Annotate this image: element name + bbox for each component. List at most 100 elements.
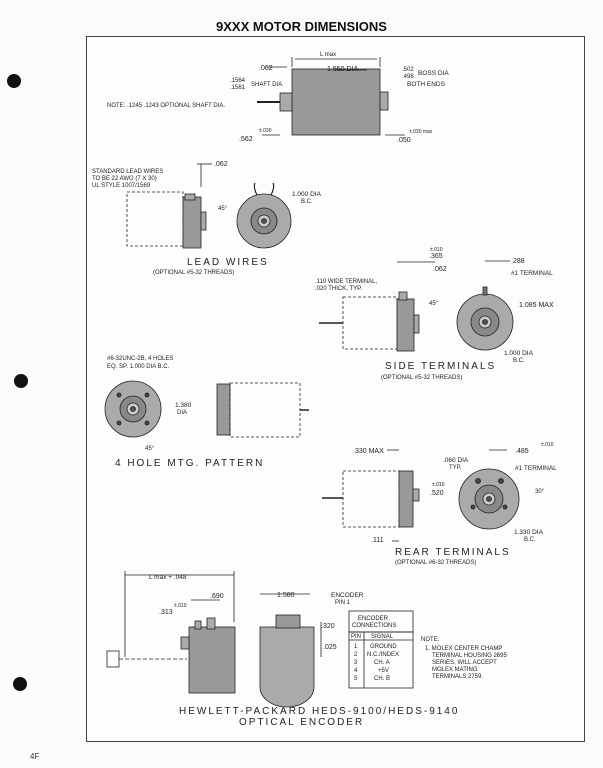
rear-dim-330: .330 MAX [353,448,384,455]
tol-max: ±.030 max [409,129,433,135]
side-terminals-view [319,260,514,352]
rear-dim-111: .111 [371,537,384,544]
shaft-dia-b: .1561 [230,85,246,91]
dim-050: .050 [397,137,411,144]
enc-dim-025: .025 [323,644,337,651]
four-hole-dia-1380: 1.380 [175,402,192,409]
side-wide-2: .020 THICK, TYP. [315,286,362,292]
lead-std-2: TO BE 22 AWG (7 X 30) [92,176,157,182]
dim-l-max: L max [320,52,336,58]
rear-bc-dia: 1.330 DIA [514,529,544,536]
binder-hole-top [7,74,21,88]
boss-left [279,92,293,112]
side-dim-1085: 1.085 MAX [519,302,554,309]
four-hole-holes-2: EQ. SP. 1.000 DIA B.C. [107,364,170,370]
boss-label: BOSS DIA [418,70,449,77]
enc-label: ENCODER [331,592,364,599]
both-ends: BOTH ENDS [407,81,446,88]
lead-caption: LEAD WIRES [187,257,269,268]
dim-boss-b: .498 [402,74,414,80]
enc-dim-580: 1.580 [277,592,295,599]
encoder-view [106,571,414,708]
enc-dim-690: .690 [210,593,224,600]
rear-terminals-view [322,449,520,542]
enc-note-5: TERMINALS 2759. [432,674,483,680]
side-terminal-1: #1 TERMINAL [511,270,553,277]
lead-wires [253,182,275,196]
encoder-side-body [188,626,236,694]
four-hole-caption: 4 HOLE MTG. PATTERN [115,458,264,469]
side-wide-1: .110 WIDE TERMINAL, [315,279,377,285]
enc-dim-320: .320 [321,623,335,630]
shaft-label: SHAFT DIA [251,82,282,88]
lead-wires-view [126,163,292,249]
enc-signal-1: GROUND [370,644,397,650]
enc-note-4: MOLEX MATING [432,667,478,673]
dim-562: .562 [239,136,253,143]
dim-boss-a: .502 [402,67,414,73]
rear-terminal-1: #1 TERMINAL [515,465,557,472]
side-bc-dia: 1.000 DIA [504,350,534,357]
drawing-frame: L max .062 1.550 DIA .502 .498 BOSS DIA … [86,36,585,742]
enc-pin1: PIN 1 [335,600,351,606]
enc-caption-1: HEWLETT-PACKARD HEDS-9100/HEDS-9140 [179,706,459,717]
enc-dim-l: L max + .048 [149,574,187,581]
lead-std-3: UL STYLE 1007/1569 [92,183,151,189]
enc-col-pin: PIN [351,634,361,640]
enc-note-2: TERMINAL HOUSING 2695 [432,653,507,659]
boss-right [379,91,389,111]
binder-hole-middle [14,374,28,388]
binder-hole-bottom [13,677,27,691]
enc-table-title-2: CONNECTIONS [352,623,396,629]
enc-pin-1: 1 [354,644,358,650]
rear-dim-060: .060 DIA [443,457,469,464]
side-term-motor-end [396,298,415,352]
enc-note-label: NOTE: [421,637,440,643]
encoder-table [348,631,414,689]
four-hole-motor-end [216,383,231,436]
lead-sub: (OPTIONAL #5-32 THREADS) [153,270,234,276]
enc-signal-5: CH. B [374,676,390,682]
enc-table-title-1: ENCODER [358,616,389,622]
enc-note-1: 1. MOLEX CENTER CHAMP [425,646,502,652]
enc-signal-2: N.C./INDEX [367,652,399,658]
rear-dim-520: .520 [430,490,444,497]
page-title: 9XXX MOTOR DIMENSIONS [216,19,387,34]
rear-typ: TYP. [449,465,462,471]
motor-dimension-drawing: L max .062 1.550 DIA .502 .498 BOSS DIA … [92,52,557,728]
shaft-dia-a: .1564 [230,78,246,84]
four-hole-angle: 45° [145,446,155,452]
lead-angle: 45° [218,206,228,212]
tol-030: ±.030 [259,128,272,134]
rear-sub: (OPTIONAL #6-32 THREADS) [395,560,476,566]
enc-dim-313: .313 [159,609,173,616]
enc-col-signal: SIGNAL [371,634,394,640]
rear-term-motor-end [398,470,414,528]
lead-std-1: STANDARD LEAD WIRES [92,169,163,175]
four-hole-holes-1: #6-32UNC-2B, 4 HOLES [107,356,173,362]
enc-pin-4: 4 [354,668,358,674]
enc-table-rows: 1 GROUND 2 N.C./INDEX 3 CH. A 4 +5V 5 CH… [354,644,399,682]
lead-bc-dia: 1.000 DIA [292,191,322,198]
side-bc: B.C. [513,358,525,364]
enc-caption-2: OPTICAL ENCODER [239,717,364,728]
rear-angle: 30° [535,489,545,495]
four-hole-dia: DIA [177,410,187,416]
side-dim-365: .365 [429,253,443,260]
side-dim-062: .062 [433,266,447,273]
side-angle: 45° [429,301,439,307]
dim-body-dia: 1.550 DIA [327,66,358,73]
enc-pin-3: 3 [354,660,358,666]
rear-tol-010: ±.010 [541,442,554,448]
dim-062-top: .062 [259,65,273,72]
enc-pin-2: 2 [354,652,358,658]
enc-note-3: SERIES, WILL ACCEPT [432,660,497,666]
lead-bc: B.C. [301,199,313,205]
enc-signal-4: +5V [378,668,389,674]
enc-pin-5: 5 [354,676,358,682]
rear-caption: REAR TERMINALS [395,547,511,558]
side-caption: SIDE TERMINALS [385,361,496,372]
top-view [257,57,405,136]
note-shaft: NOTE: .1245 .1243 OPTIONAL SHAFT DIA. [107,103,225,109]
rear-dim-485: .485 [515,448,529,455]
